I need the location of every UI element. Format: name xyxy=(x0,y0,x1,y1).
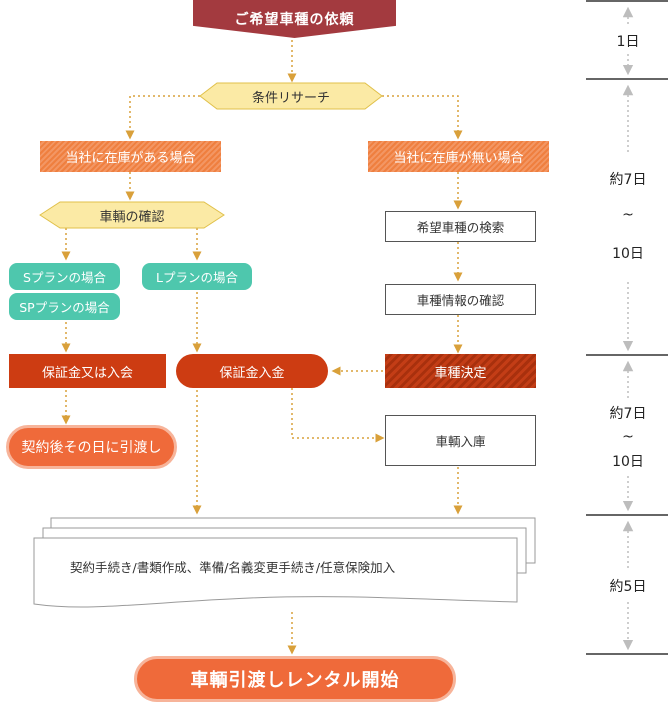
search-vehicle-box: 希望車種の検索 xyxy=(385,211,536,242)
request-label: ご希望車種の依頼 xyxy=(234,12,355,28)
timeline-approx7-a: 約7日 xyxy=(609,172,647,188)
deposit-payment-pill: 保証金入金 xyxy=(176,354,328,388)
s-plan-badge: Sプランの場合 xyxy=(9,263,120,290)
arrow-research-to-instock xyxy=(125,95,200,140)
timeline-day1: 1日 xyxy=(616,34,640,50)
vehicle-check-node: 車輌の確認 xyxy=(60,202,204,228)
confirm-info-box: 車種情報の確認 xyxy=(385,284,536,315)
no-stock-header: 当社に在庫が無い場合 xyxy=(368,141,549,172)
vehicle-arrival-box: 車輌入庫 xyxy=(385,415,536,466)
research-node: 条件リサーチ xyxy=(217,83,365,109)
vehicle-check-label: 車輌の確認 xyxy=(99,209,165,225)
vehicle-arrival-label: 車輌入庫 xyxy=(435,434,486,449)
decide-vehicle-label: 車種決定 xyxy=(434,365,487,381)
arrow-deposit-to-arrival xyxy=(291,388,385,443)
procedures-text: 契約手続き/書類作成、準備/名義変更手続き/任意保険加入 xyxy=(70,560,396,575)
sp-plan-badge: SPプランの場合 xyxy=(9,293,120,320)
decide-vehicle-box: 車種決定 xyxy=(385,354,536,388)
deposit-or-join-box: 保証金又は入会 xyxy=(9,354,166,388)
arrow-research-to-nostock xyxy=(382,95,463,140)
search-vehicle-label: 希望車種の検索 xyxy=(416,220,505,235)
confirm-info-label: 車種情報の確認 xyxy=(416,293,505,308)
timeline-approx5: 約5日 xyxy=(609,579,647,595)
rental-start-label: 車輌引渡しレンタル開始 xyxy=(190,670,400,691)
no-stock-label: 当社に在庫が無い場合 xyxy=(393,151,524,166)
sp-plan-label: SPプランの場合 xyxy=(19,300,110,315)
timeline-day10-b: 10日 xyxy=(612,454,644,470)
timeline-rules xyxy=(586,0,668,655)
timeline-tilde-b: ~ xyxy=(622,429,634,445)
vehicle-check-hexagon-shape xyxy=(39,201,225,229)
in-stock-header: 当社に在庫がある場合 xyxy=(40,141,221,172)
timeline-approx7-b: 約7日 xyxy=(609,406,647,422)
rental-start-pill: 車輌引渡しレンタル開始 xyxy=(134,656,456,702)
l-plan-label: Lプランの場合 xyxy=(156,270,238,285)
procedures-document-stack xyxy=(33,517,536,608)
in-stock-label: 当社に在庫がある場合 xyxy=(65,151,196,166)
timeline-tilde-a: ~ xyxy=(622,207,634,223)
deposit-or-join-label: 保証金又は入会 xyxy=(41,365,133,381)
same-day-delivery-label: 契約後その日に引渡し xyxy=(21,440,162,456)
s-plan-label: Sプランの場合 xyxy=(23,270,106,285)
same-day-delivery-pill: 契約後その日に引渡し xyxy=(6,425,177,469)
deposit-payment-label: 保証金入金 xyxy=(219,365,285,381)
timeline-day10-a: 10日 xyxy=(612,246,644,262)
l-plan-badge: Lプランの場合 xyxy=(142,263,252,290)
research-hexagon-shape xyxy=(199,82,383,110)
research-label: 条件リサーチ xyxy=(251,90,330,106)
